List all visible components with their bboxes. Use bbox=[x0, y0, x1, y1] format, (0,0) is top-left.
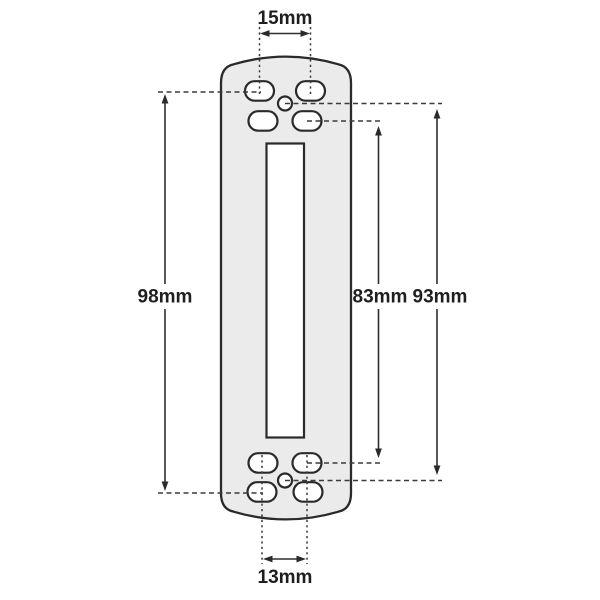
slot-cutout bbox=[265, 142, 306, 439]
dimension-inner-right-height: 83mm bbox=[307, 120, 408, 464]
plate bbox=[219, 55, 353, 521]
arrowhead-down-icon bbox=[161, 481, 169, 491]
arrowhead-left-icon bbox=[260, 30, 270, 37]
bottom-hole-cluster bbox=[246, 452, 324, 503]
arrowhead-down-icon bbox=[433, 465, 441, 475]
dimension-label-outer-right: 93mm bbox=[413, 287, 468, 308]
arrowhead-right-icon bbox=[300, 30, 310, 37]
dimension-bottom-spacing: 13mm bbox=[258, 455, 313, 588]
dimension-label-inner-right: 83mm bbox=[353, 287, 408, 308]
dimension-top-spacing: 15mm bbox=[258, 8, 313, 95]
screw-hole-bottom-right bbox=[292, 481, 324, 503]
dimension-outer-right-height: 93mm bbox=[285, 102, 468, 482]
dimension-left-height: 98mm bbox=[138, 91, 263, 494]
dimension-label-top: 15mm bbox=[258, 8, 313, 29]
arrowhead-left-icon bbox=[263, 555, 273, 563]
screw-hole-top-right bbox=[294, 80, 327, 102]
arrowhead-right-icon bbox=[296, 555, 306, 563]
screw-hole-bottom-left-upper bbox=[247, 452, 279, 474]
arrowhead-up-icon bbox=[161, 94, 169, 104]
arrowhead-up-icon bbox=[375, 126, 382, 136]
screw-hole-top-left bbox=[243, 80, 276, 102]
arrowhead-up-icon bbox=[433, 109, 441, 119]
screw-hole-top-left-lower bbox=[247, 110, 279, 132]
dimension-label-bottom: 13mm bbox=[258, 567, 313, 588]
arrowhead-down-icon bbox=[375, 448, 382, 458]
dimension-label-left: 98mm bbox=[138, 287, 193, 308]
